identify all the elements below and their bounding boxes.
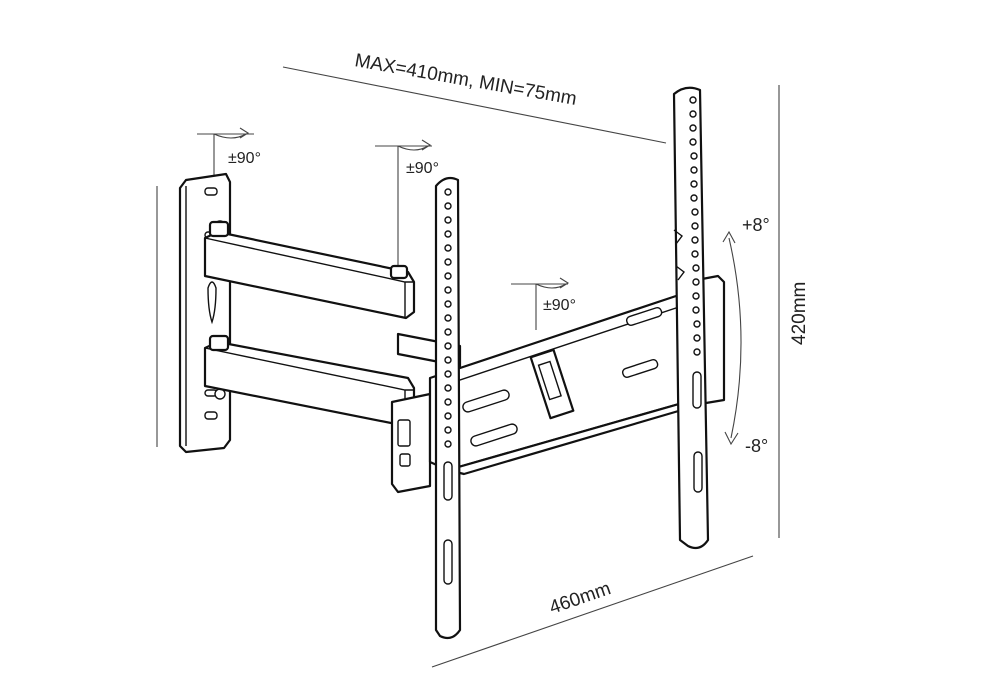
left-bracket-holes <box>443 188 453 585</box>
upper-arm <box>203 220 416 320</box>
tilt-arc <box>722 230 742 446</box>
vesa-range-label: MAX=410mm, MIN=75mm <box>353 50 578 110</box>
tilt-up-label: +8° <box>742 215 770 235</box>
tilt-down-label: -8° <box>745 436 768 456</box>
right-bracket-holes <box>689 96 703 493</box>
height-label: 420mm <box>789 282 810 345</box>
left-vertical-bracket <box>434 176 462 640</box>
swivel-arm-joint-label: ±90° <box>406 160 439 177</box>
swivel-wall-label: ±90° <box>228 150 261 167</box>
swivel-indicator-head <box>511 277 570 330</box>
vesa-dimension-line <box>282 66 667 144</box>
lower-arm <box>203 334 416 428</box>
swivel-indicator-arm-joint <box>375 139 432 265</box>
width-label: 460mm <box>547 578 614 618</box>
swivel-head-label: ±90° <box>543 297 576 314</box>
right-vertical-bracket <box>672 86 710 550</box>
wall-plate <box>178 172 232 454</box>
width-dimension-line <box>431 555 754 668</box>
